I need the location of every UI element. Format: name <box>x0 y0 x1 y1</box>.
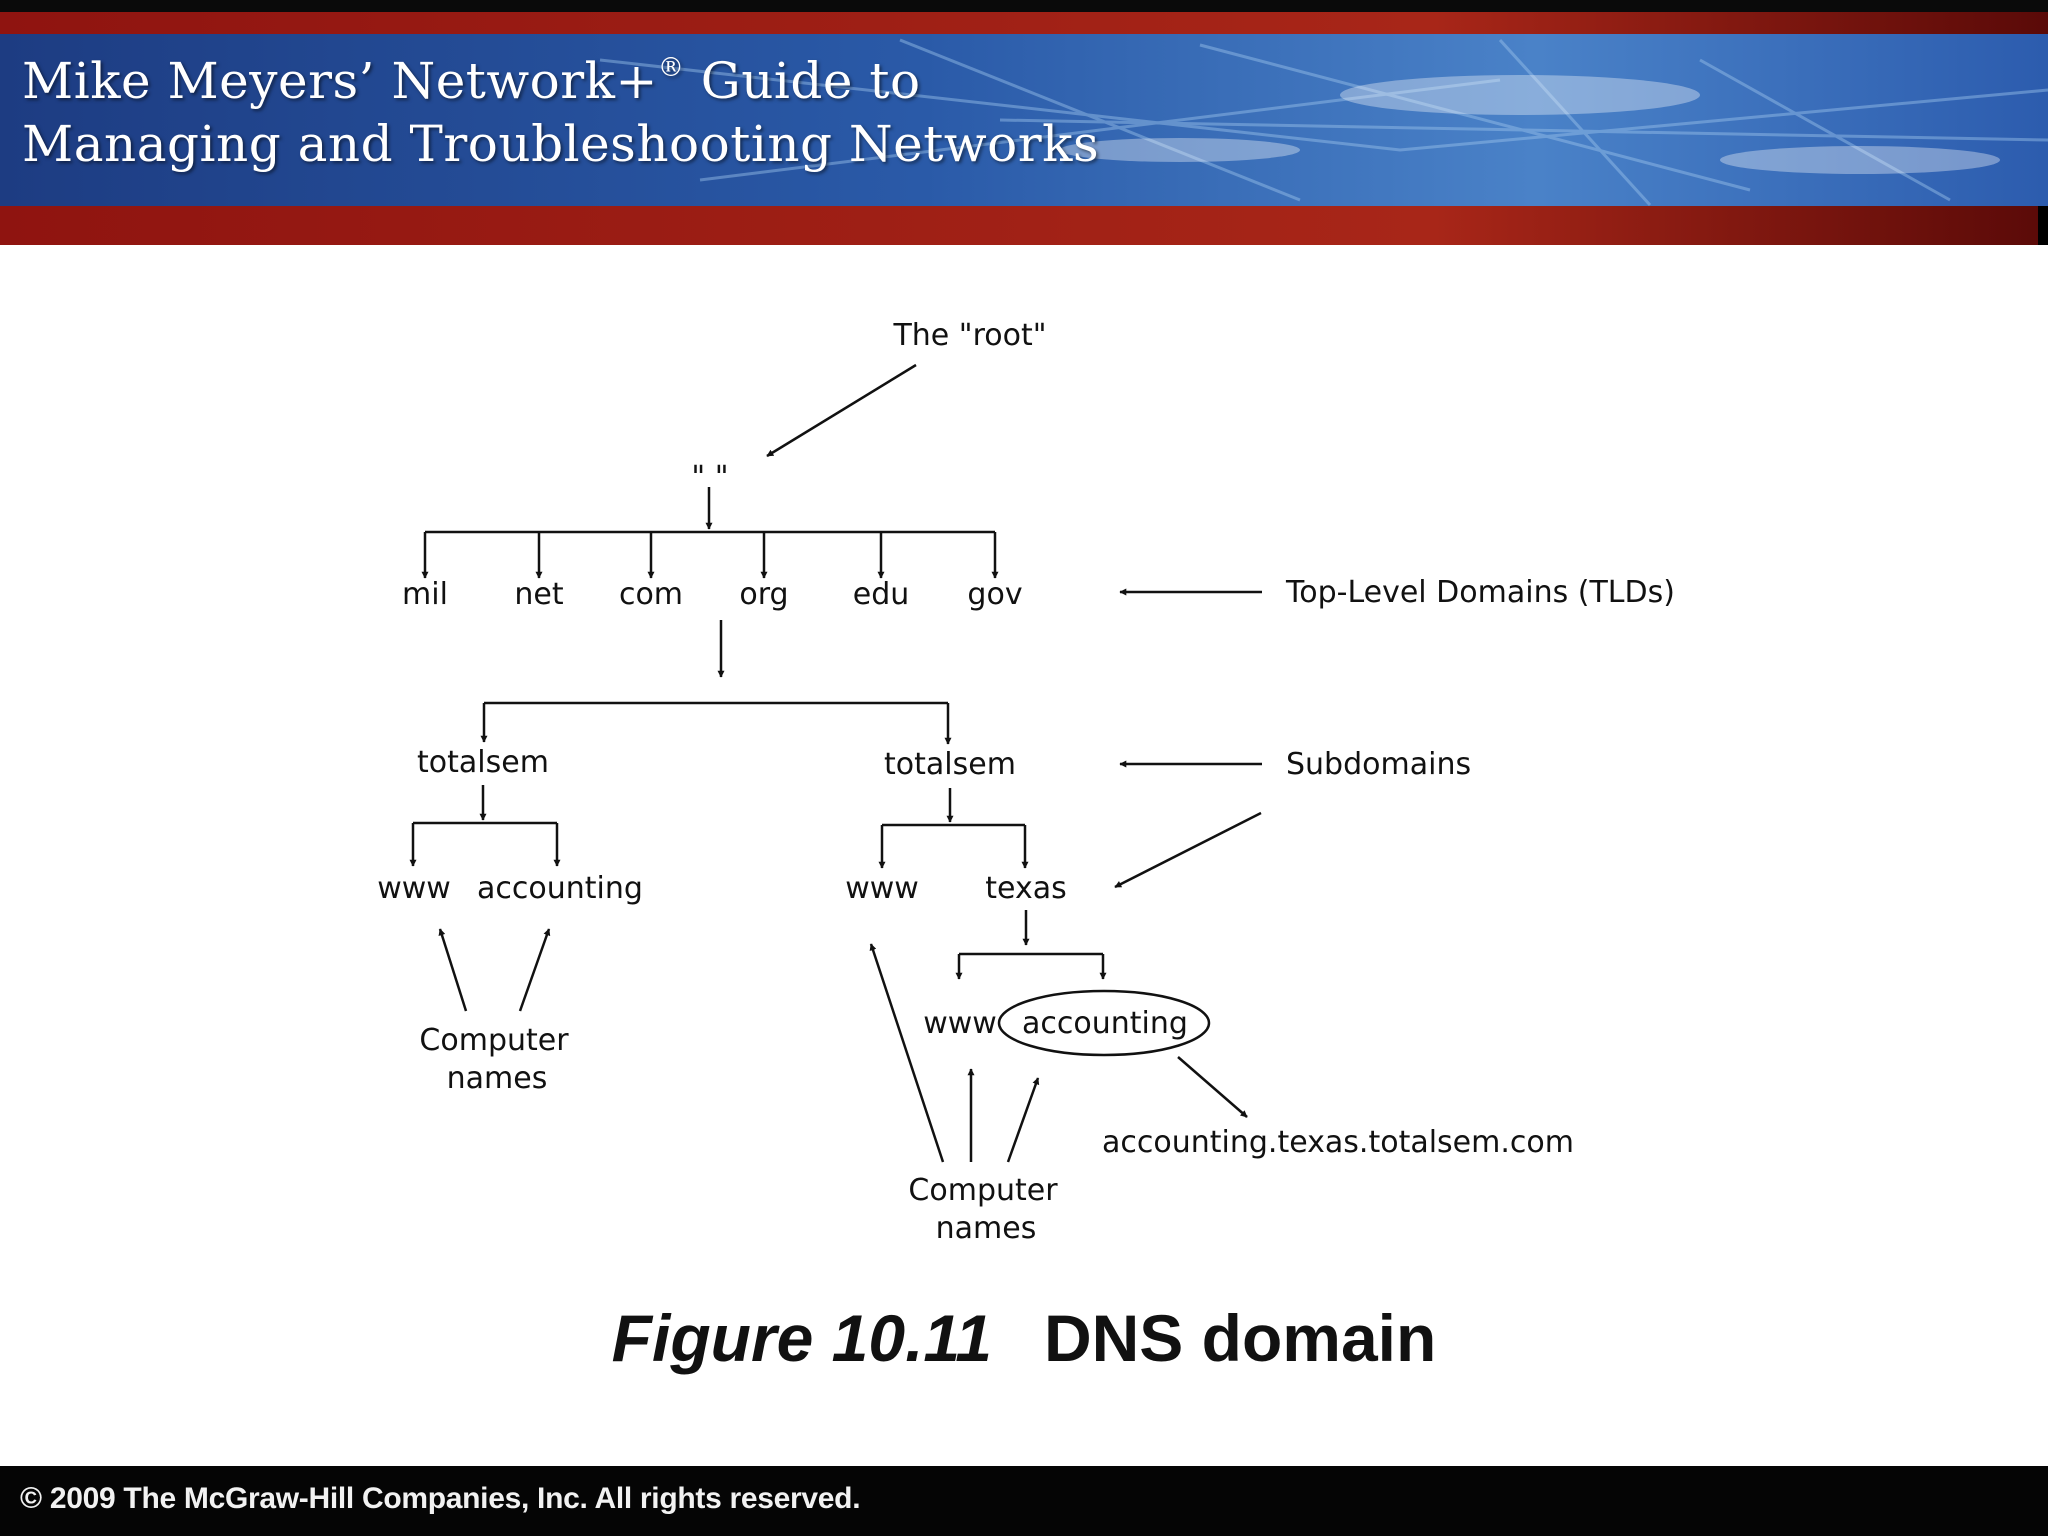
tld-mil: mil <box>402 577 448 612</box>
header-banner: Mike Meyers’ Network+® Guide to Managing… <box>0 0 2048 245</box>
accounting-highlight-oval <box>997 989 1211 1057</box>
left-names-arrow-accounting <box>518 928 551 1012</box>
texas-child-accounting: accounting <box>1022 1006 1188 1041</box>
left-computer-names-line1: Computer <box>419 1023 569 1058</box>
banner-background <box>0 0 2048 245</box>
banner-title-line1: Mike Meyers’ Network+® Guide to <box>22 52 921 110</box>
tree-labels: The "root" " " mil net com org edu gov T… <box>377 318 1675 1246</box>
root-pointer-arrow <box>766 363 917 458</box>
figure-caption: Figure 10.11 DNS domain <box>0 1300 2048 1376</box>
right-child-texas: texas <box>985 871 1066 906</box>
tld-edu: edu <box>853 577 910 612</box>
root-label: The "root" <box>892 318 1046 353</box>
title-line1-main: Mike Meyers’ Network+ <box>22 52 658 110</box>
texas-pointer-arrow <box>1114 811 1262 889</box>
tld-label: Top-Level Domains (TLDs) <box>1285 575 1675 610</box>
figure-title: DNS domain <box>1043 1301 1437 1375</box>
registered-mark: ® <box>657 53 685 83</box>
left-host-www: www <box>377 871 451 906</box>
right-computer-names-line2: names <box>936 1211 1037 1246</box>
texas-child-www: www <box>923 1006 997 1041</box>
right-names-arrow-accounting <box>1006 1077 1040 1163</box>
subdomain-label: Subdomains <box>1286 747 1471 782</box>
fqdn-arrow <box>1177 1056 1248 1118</box>
left-computer-names-line2: names <box>447 1061 548 1096</box>
tld-org: org <box>739 577 788 612</box>
banner-title-line2: Managing and Troubleshooting Networks <box>22 115 1100 173</box>
figure-number: Figure 10.11 <box>611 1301 992 1375</box>
right-child-www: www <box>845 871 919 906</box>
copyright-text: © 2009 The McGraw-Hill Companies, Inc. A… <box>20 1482 861 1515</box>
root-node: " " <box>691 460 728 495</box>
left-names-arrow-www <box>438 928 468 1012</box>
right-computer-names-line1: Computer <box>908 1173 1058 1208</box>
tree-connectors <box>409 363 1262 1163</box>
tld-com: com <box>619 577 683 612</box>
title-line1-end: Guide to <box>684 52 921 110</box>
dns-domain-diagram: The "root" " " mil net com org edu gov T… <box>377 318 1675 1246</box>
right-names-arrow-www <box>869 943 945 1163</box>
left-host-accounting: accounting <box>477 871 643 906</box>
subdomain-left: totalsem <box>417 745 549 780</box>
tld-gov: gov <box>967 577 1022 612</box>
footer-bar: © 2009 The McGraw-Hill Companies, Inc. A… <box>0 1466 2048 1536</box>
subdomain-right: totalsem <box>884 747 1016 782</box>
tld-net: net <box>514 577 563 612</box>
fqdn-label: accounting.texas.totalsem.com <box>1102 1125 1574 1160</box>
